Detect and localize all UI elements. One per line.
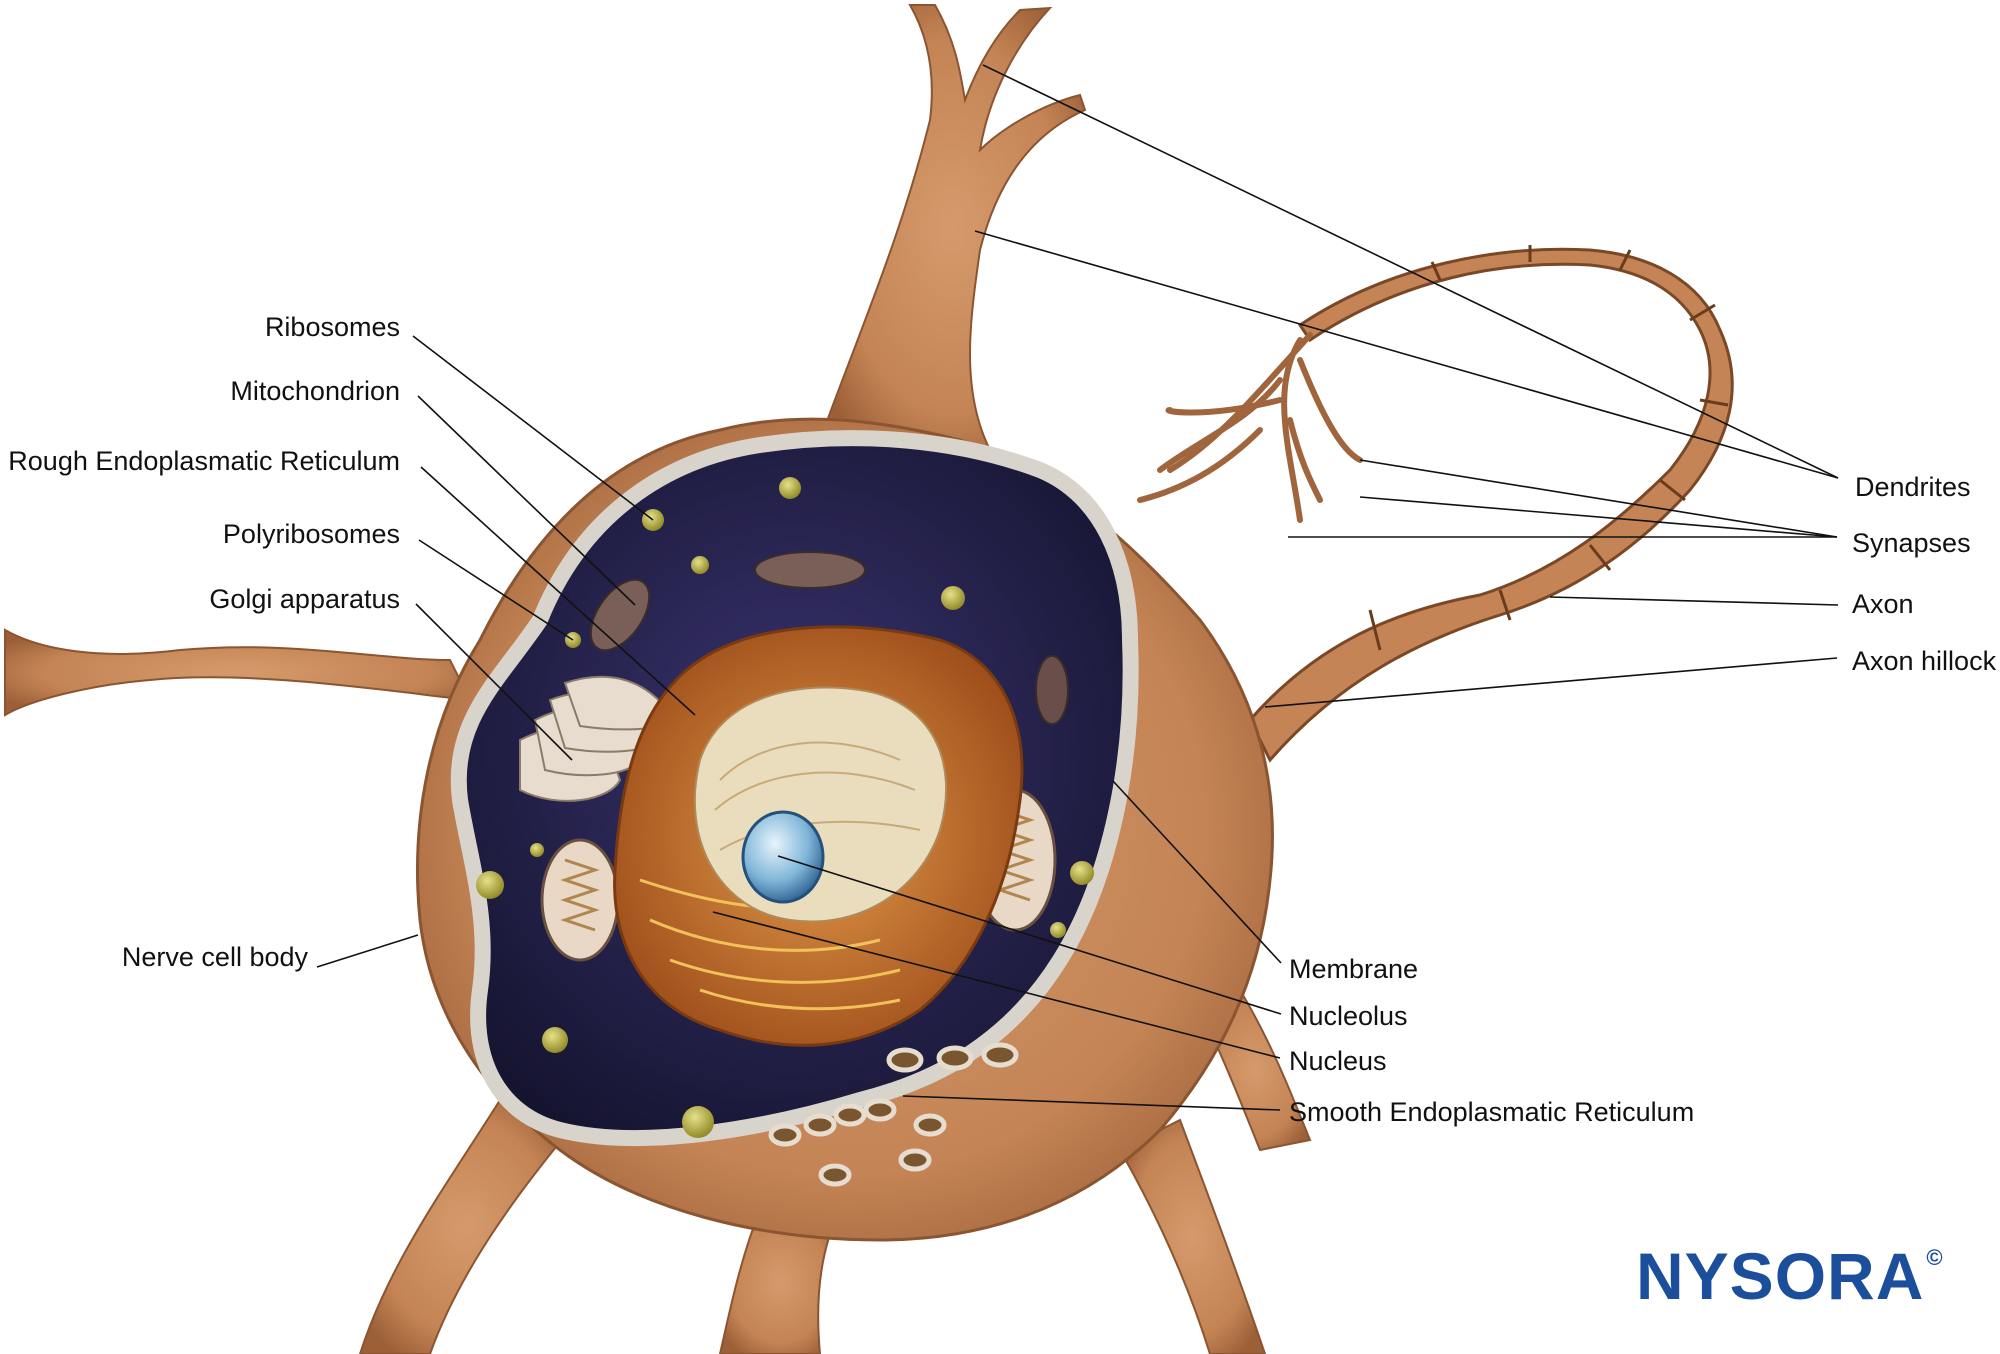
label-ribosomes: Ribosomes <box>264 312 400 342</box>
copyright-mark: © <box>1926 1245 1944 1270</box>
label-smooth-er: Smooth Endoplasmatic Reticulum <box>1289 1097 1695 1127</box>
label-axon-hillock: Axon hillock <box>1852 646 1997 676</box>
label-mitochondrion: Mitochondrion <box>230 376 400 406</box>
label-rough-er: Rough Endoplasmatic Reticulum <box>8 446 400 476</box>
nysora-logo: NYSORA© <box>1636 1243 1944 1309</box>
smooth-er <box>768 1042 1019 1187</box>
label-nucleus: Nucleus <box>1289 1046 1387 1076</box>
label-membrane: Membrane <box>1289 954 1419 984</box>
logo-text: NYSORA <box>1636 1239 1925 1313</box>
ribosomes <box>476 477 1094 1138</box>
label-dendrites: Dendrites <box>1855 472 1971 502</box>
axon-shape <box>1137 245 1734 763</box>
label-polyribosomes: Polyribosomes <box>222 519 400 549</box>
dendrite-processes <box>4 4 1312 1354</box>
label-nucleolus: Nucleolus <box>1289 1001 1408 1031</box>
leader-lines <box>316 64 1839 1111</box>
label-synapses: Synapses <box>1852 528 1971 558</box>
label-golgi-apparatus: Golgi apparatus <box>209 584 400 614</box>
label-axon: Axon <box>1852 589 1914 619</box>
golgi-apparatus <box>519 675 677 802</box>
label-nerve-cell-body: Nerve cell body <box>121 942 308 972</box>
